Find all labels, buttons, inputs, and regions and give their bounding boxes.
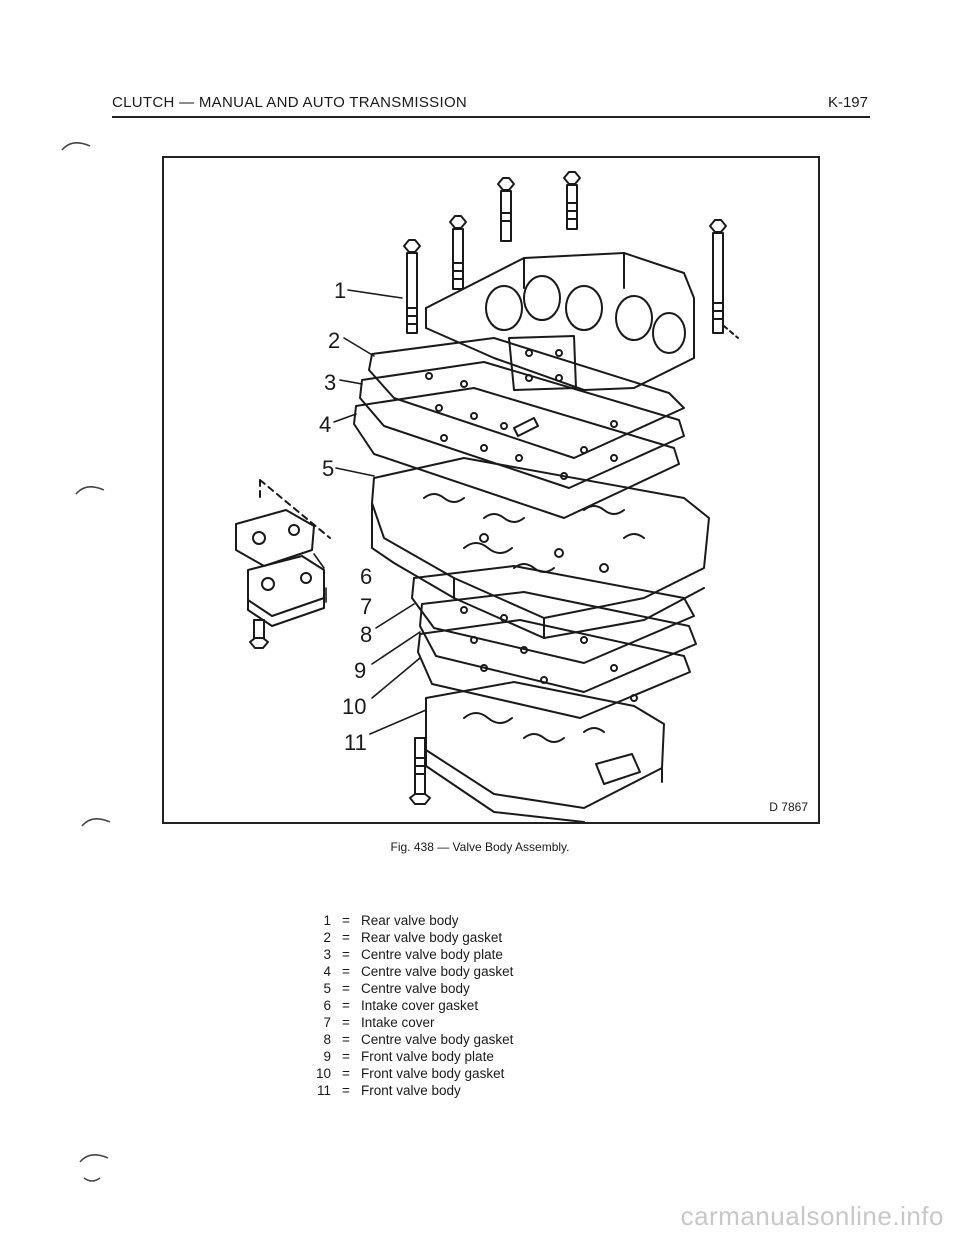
valve-body-exploded-diagram: 1 2 3 4 5 6 7 8 9 10 11	[235, 171, 739, 822]
bolt-icon	[403, 239, 421, 334]
legend-equals: =	[342, 964, 350, 979]
callout-5: 5	[322, 456, 334, 481]
centre-valve-body	[371, 457, 710, 639]
legend-item: 11 = Front valve body	[305, 1082, 513, 1099]
legend-description: Intake cover gasket	[361, 998, 479, 1013]
legend-item: 7 = Intake cover	[305, 1014, 513, 1031]
legend-equals: =	[342, 1066, 350, 1081]
legend-description: Centre valve body	[361, 981, 470, 996]
rear-valve-body	[425, 252, 695, 437]
legend-item: 9 = Front valve body plate	[305, 1048, 513, 1065]
callout-7: 7	[360, 594, 372, 619]
legend-description: Centre valve body gasket	[361, 964, 514, 979]
legend-item: 4 = Centre valve body gasket	[305, 963, 513, 980]
margin-mark	[81, 818, 111, 827]
legend-number: 10	[315, 1066, 331, 1081]
page-number: K-197	[827, 94, 868, 111]
legend-description: Rear valve body	[361, 913, 459, 928]
legend-item: 6 = Intake cover gasket	[305, 997, 513, 1014]
watermark: carmanualsonline.info	[680, 1201, 944, 1231]
section-title: CLUTCH — MANUAL AND AUTO TRANSMISSION	[112, 94, 468, 111]
gasket-holes	[425, 372, 618, 480]
page-header: CLUTCH — MANUAL AND AUTO TRANSMISSION K-…	[112, 94, 870, 118]
legend-number: 3	[323, 947, 331, 962]
legend-equals: =	[342, 1049, 350, 1064]
legend-equals: =	[342, 1032, 350, 1047]
legend-number: 9	[323, 1049, 331, 1064]
bolt-icon	[249, 619, 269, 649]
margin-mark	[75, 486, 105, 495]
callout-6: 6	[360, 564, 372, 589]
legend-item: 3 = Centre valve body plate	[305, 946, 513, 963]
legend-number: 8	[323, 1032, 331, 1047]
legend-number: 11	[316, 1083, 331, 1098]
figure-code: D 7867	[769, 800, 808, 814]
legend-description: Centre valve body plate	[361, 947, 503, 962]
callout-3: 3	[324, 370, 336, 395]
legend-equals: =	[342, 913, 350, 928]
bolt-icon	[709, 219, 727, 334]
front-valve-body	[409, 681, 665, 822]
figure-caption: Fig. 438 — Valve Body Assembly.	[390, 840, 570, 854]
callout-4: 4	[319, 412, 331, 437]
bolt-icon	[563, 171, 581, 230]
callout-8: 8	[360, 622, 372, 647]
legend-description: Intake cover	[361, 1015, 435, 1030]
legend-number: 2	[323, 930, 331, 945]
legend-description: Front valve body gasket	[361, 1066, 505, 1081]
bolt-icon	[497, 177, 515, 242]
callout-9: 9	[354, 658, 366, 683]
legend-equals: =	[342, 998, 350, 1013]
margin-mark	[61, 142, 91, 151]
callout-10: 10	[342, 694, 366, 719]
legend-equals: =	[342, 947, 350, 962]
bolt-group-top	[403, 171, 739, 339]
legend-item: 1 = Rear valve body	[305, 912, 513, 929]
bolt-icon	[449, 215, 467, 290]
callout-labels: 1 2 3 4 5 6 7 8 9 10 11	[319, 278, 372, 755]
legend-equals: =	[342, 930, 350, 945]
callout-leaders	[313, 289, 427, 735]
callout-1: 1	[334, 278, 346, 303]
legend-item: 8 = Centre valve body gasket	[305, 1031, 513, 1048]
legend-number: 1	[323, 913, 331, 928]
legend-equals: =	[342, 1083, 350, 1098]
legend-number: 7	[323, 1015, 331, 1030]
callout-11: 11	[344, 730, 367, 755]
figure-frame: 1 2 3 4 5 6 7 8 9 10 11 D 7867	[162, 156, 820, 824]
legend-item: 2 = Rear valve body gasket	[305, 929, 513, 946]
legend-number: 4	[323, 964, 331, 979]
legend-number: 5	[323, 981, 331, 996]
legend-item: 10 = Front valve body gasket	[305, 1065, 513, 1082]
margin-mark	[79, 1154, 109, 1182]
gasket-plates-upper	[353, 337, 685, 519]
legend-number: 6	[323, 998, 331, 1013]
legend-item: 5 = Centre valve body	[305, 980, 513, 997]
legend-equals: =	[342, 1015, 350, 1030]
parts-legend: 1 = Rear valve body 2 = Rear valve body gaske…	[305, 912, 513, 1099]
intake-cover-group	[235, 479, 331, 649]
callout-2: 2	[328, 328, 340, 353]
legend-description: Centre valve body gasket	[361, 1032, 514, 1047]
legend-equals: =	[342, 981, 350, 996]
legend-description: Rear valve body gasket	[361, 930, 503, 945]
legend-description: Front valve body	[361, 1083, 461, 1098]
bolt-icon	[409, 737, 431, 805]
legend-description: Front valve body plate	[361, 1049, 494, 1064]
